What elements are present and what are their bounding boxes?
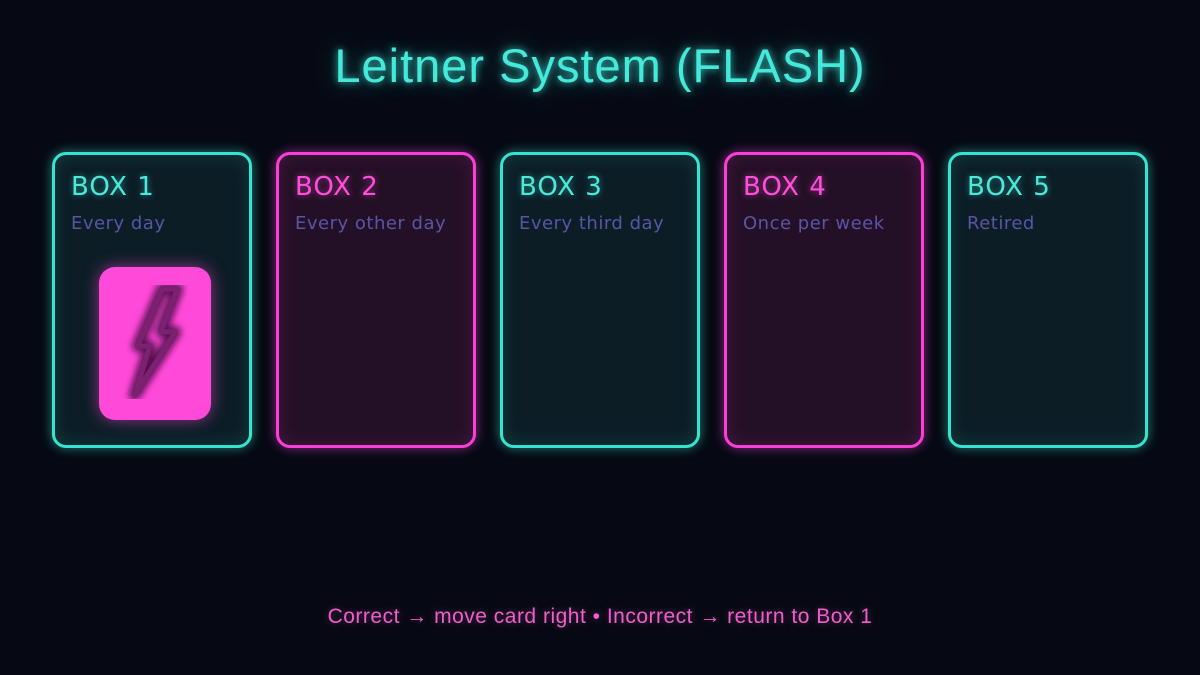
box-title: BOX 5 (967, 172, 1051, 202)
lightning-bolt-icon (122, 282, 188, 403)
box-schedule: Every third day (519, 212, 665, 234)
leitner-box-2[interactable]: BOX 2 Every other day (276, 152, 476, 448)
box-title: BOX 2 (295, 172, 379, 202)
box-title: BOX 3 (519, 172, 603, 202)
box-title: BOX 4 (743, 172, 827, 202)
rules-legend: Correct → move card right • Incorrect → … (327, 605, 873, 628)
flashcard[interactable] (99, 267, 211, 420)
leitner-box-1[interactable]: BOX 1 Every day (52, 152, 252, 448)
leitner-box-4[interactable]: BOX 4 Once per week (724, 152, 924, 448)
box-schedule: Every day (71, 212, 166, 234)
box-schedule: Once per week (743, 212, 885, 234)
leitner-box-3[interactable]: BOX 3 Every third day (500, 152, 700, 448)
leitner-boxes-row: BOX 1 Every day BOX 2 (52, 152, 1148, 448)
box-schedule: Retired (967, 212, 1035, 234)
box-schedule: Every other day (295, 212, 447, 234)
box-title: BOX 1 (71, 172, 155, 202)
page-title: Leitner System (FLASH) (334, 39, 866, 92)
leitner-box-5[interactable]: BOX 5 Retired (948, 152, 1148, 448)
